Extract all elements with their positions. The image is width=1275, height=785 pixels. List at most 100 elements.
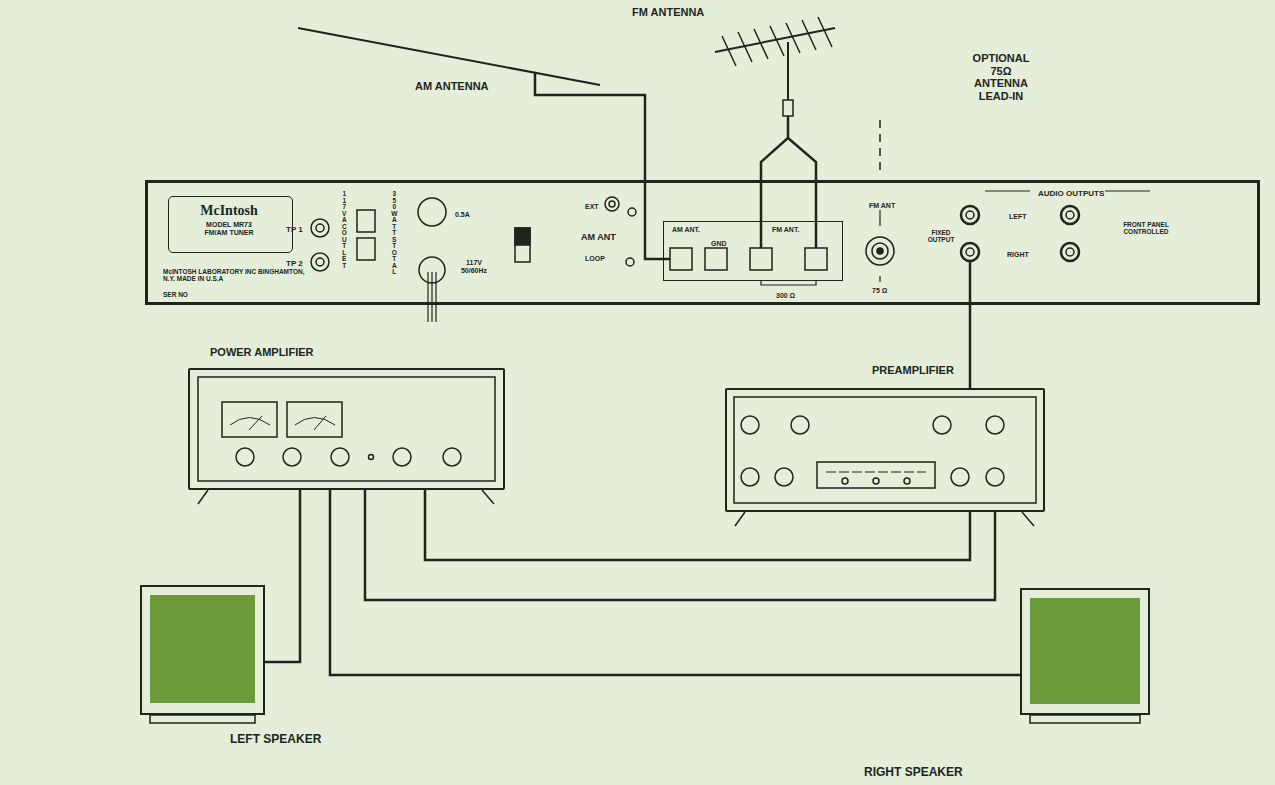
power-amplifier: POWER AMPLIFIER (188, 368, 505, 490)
jack-label: FM ANT (869, 202, 895, 210)
speaker-label: LEFT SPEAKER (230, 733, 321, 747)
output-label: FRONT PANEL CONTROLLED (1115, 221, 1177, 236)
output-label: FIXED OUTPUT (923, 229, 959, 244)
coax-jack (872, 243, 888, 259)
knob (741, 468, 759, 486)
knob (951, 468, 969, 486)
speaker-details (150, 595, 1140, 723)
tuner-rear-panel: TP 1 TP 2 117 V AC OUTLET 350 WATTS TOTAL 0.… (145, 180, 1260, 305)
mast-connector (783, 100, 793, 116)
right-speaker: RIGHT SPEAKER (1020, 588, 1150, 715)
fuse-label: 0.5A (455, 211, 470, 219)
switch-lever (515, 228, 530, 245)
test-jack (311, 253, 329, 271)
knob (791, 416, 809, 434)
audio-cable (330, 490, 1020, 675)
antenna-label: AM ANTENNA (415, 80, 489, 93)
rca-jack (961, 243, 979, 261)
test-jack (311, 219, 329, 237)
model-label: MODEL MR73 FM/AM TUNER (199, 221, 259, 237)
optional-lead-in (879, 120, 881, 172)
yagi-mast (787, 42, 789, 100)
jack-label: TP 1 (286, 225, 303, 234)
outlet-label: 117 V AC OUTLET (341, 191, 348, 269)
maker-label: McINTOSH LABORATORY INC BINGHAMTON, N.Y.… (163, 268, 308, 283)
terminal-label: FM ANT. (772, 226, 799, 234)
knob (933, 416, 951, 434)
rca-jack (961, 206, 979, 224)
audio-cable (969, 261, 972, 305)
speaker-base (150, 715, 255, 723)
am-lead-in (535, 73, 670, 259)
knob (775, 468, 793, 486)
front-frame (734, 397, 1036, 503)
preamplifier: PREAMPLIFIER (725, 388, 1045, 512)
coax-leader (879, 210, 880, 282)
front-frame (198, 377, 495, 481)
left-speaker: LEFT SPEAKER (140, 585, 265, 715)
fuse-holder (418, 198, 446, 226)
terminal-screw (670, 248, 692, 270)
rca-jack (1061, 243, 1079, 261)
terminal-screw (750, 248, 772, 270)
pilot-lamp (369, 455, 374, 460)
section-label: AUDIO OUTPUTS (1038, 189, 1104, 198)
antenna-switch (515, 228, 530, 262)
power-amp-details (198, 377, 495, 504)
jack-label: TP 2 (286, 259, 303, 268)
switch (842, 478, 848, 484)
terminal-label: AM ANT. (669, 226, 703, 234)
yagi-elements (722, 17, 832, 66)
rca-jack-core (1066, 211, 1074, 219)
knob (986, 468, 1004, 486)
cabinet-legs (735, 512, 1034, 526)
terminal-screw (805, 248, 827, 270)
meter (287, 402, 342, 437)
switch (904, 478, 910, 484)
impedance-label: 75 Ω (872, 287, 887, 295)
audio-cable (265, 490, 300, 662)
switch-panel (817, 462, 935, 488)
speaker-base (1030, 715, 1140, 723)
impedance-label: 300 Ω (776, 292, 795, 300)
knob (283, 448, 301, 466)
brand-name: McIntosh (169, 203, 289, 219)
knob (986, 416, 1004, 434)
power-cord (428, 272, 436, 322)
antenna-terminal-strip: AM ANT.GNDFM ANT.300 Ω (663, 221, 843, 281)
rca-jack-core (966, 248, 974, 256)
audio-cable (425, 490, 970, 560)
audio-cable (969, 305, 972, 388)
switch (873, 478, 879, 484)
fm-yagi (715, 17, 835, 248)
knob (393, 448, 411, 466)
speaker-label: RIGHT SPEAKER (864, 766, 963, 780)
screw (626, 258, 634, 266)
terminal-screw (705, 248, 727, 270)
nameplate: McIntoshMODEL MR73 FM/AM TUNER (168, 196, 293, 253)
switch-label: EXT (585, 203, 599, 211)
rating-label: 350 WATTS TOTAL (391, 191, 398, 276)
channel-label: RIGHT (1007, 251, 1029, 259)
speaker-grille (1030, 598, 1140, 704)
meter-scale (230, 416, 335, 430)
speaker-grille (150, 595, 255, 703)
ext-jack (605, 197, 619, 211)
rca-jack (1061, 206, 1079, 224)
coax-jack (866, 237, 894, 265)
power-label: 117V 50/60Hz (455, 259, 493, 275)
ac-outlet (357, 238, 375, 260)
meter (222, 402, 277, 437)
terminal-label: GND (711, 240, 727, 248)
coax-pin (877, 248, 883, 254)
audio-cable (365, 490, 995, 600)
preamp-details (734, 397, 1036, 526)
switch-label: AM ANT (581, 232, 616, 242)
test-jack-core (316, 224, 324, 232)
switch-label: LOOP (585, 255, 605, 263)
serial-label: SER NO (163, 291, 188, 298)
